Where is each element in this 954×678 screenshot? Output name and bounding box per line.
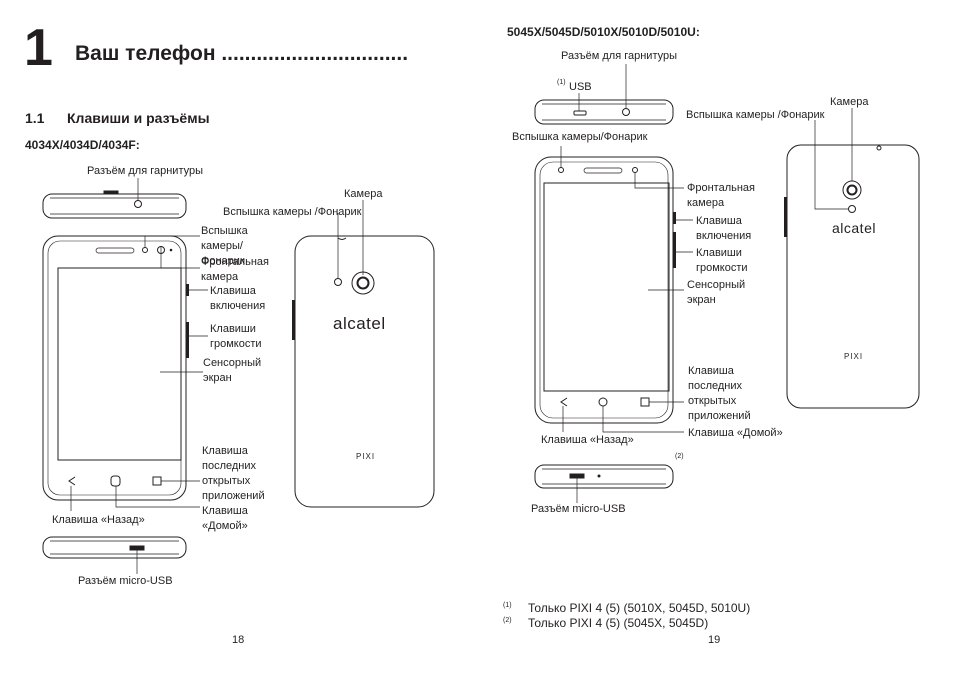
footnote-2-mark: (2) xyxy=(503,617,512,624)
right-label-front-flash: Вспышка камеры/Фонарик xyxy=(512,131,648,143)
left-top-edge-view xyxy=(42,190,187,219)
left-label-headset: Разъём для гарнитуры xyxy=(87,165,204,177)
right-label-volume: Клавиши громкости xyxy=(696,247,748,274)
right-label-headset: Разъём для гарнитуры xyxy=(561,50,678,62)
left-leader-lines xyxy=(70,178,364,574)
right-label-recent: Клавиша последних открытых приложений xyxy=(688,365,751,422)
right-page-number: 19 xyxy=(708,634,721,646)
right-leader-lines xyxy=(560,64,853,503)
right-label-front-camera: Фронтальная камера xyxy=(687,182,756,209)
left-label-usb: Разъём micro-USB xyxy=(78,575,173,587)
left-label-front-camera: Фронтальная камера xyxy=(201,256,270,283)
right-bottom-edge-view xyxy=(534,464,674,489)
right-label-usb-top: USB xyxy=(569,81,592,93)
left-label-recent: Клавиша последних открытых приложений xyxy=(202,445,265,502)
right-label-camera: Камера xyxy=(830,96,869,108)
right-footnote-mark-2: (2) xyxy=(675,453,684,460)
right-label-power: Клавиша включения xyxy=(696,215,752,242)
left-label-camera: Камера xyxy=(344,188,383,200)
left-pixi-logo: PIXI xyxy=(356,452,376,461)
right-pixi-logo: PIXI xyxy=(844,352,864,361)
right-model-heading: 5045X/5045D/5010X/5010D/5010U: xyxy=(507,25,700,39)
chapter-number: 1 xyxy=(24,19,53,77)
right-brand-logo: alcatel xyxy=(832,220,876,236)
left-label-front-flash: Вспышка камеры/Фонарик xyxy=(201,225,248,267)
footnote-1-mark: (1) xyxy=(503,602,512,609)
left-label-back-flash: Вспышка камеры /Фонарик xyxy=(223,206,362,218)
right-footnote-mark-1: (1) xyxy=(557,79,566,86)
right-top-edge-view xyxy=(534,99,674,125)
left-page-number: 18 xyxy=(232,634,245,646)
left-model-heading: 4034X/4034D/4034F: xyxy=(25,138,140,152)
right-label-usb: Разъём micro-USB xyxy=(531,503,626,515)
left-label-volume: Клавиши громкости xyxy=(210,323,262,350)
left-back-view xyxy=(292,235,435,508)
left-label-back: Клавиша «Назад» xyxy=(52,514,145,526)
left-front-view xyxy=(42,235,189,501)
left-label-power: Клавиша включения xyxy=(210,285,266,312)
footnote-1-text: Только PIXI 4 (5) (5010X, 5045D, 5010U) xyxy=(528,601,751,615)
chapter-title: Ваш телефон ............................… xyxy=(75,42,409,65)
left-bottom-edge-view xyxy=(42,536,187,559)
section-heading: 1.1 Клавиши и разъёмы xyxy=(25,110,210,126)
right-label-back-flash: Вспышка камеры /Фонарик xyxy=(686,109,825,121)
left-label-home: Клавиша «Домой» xyxy=(202,505,248,532)
left-brand-logo: alcatel xyxy=(333,314,386,333)
footnote-2-text: Только PIXI 4 (5) (5045X, 5045D) xyxy=(528,616,709,630)
right-label-home: Клавиша «Домой» xyxy=(688,427,783,439)
right-back-view xyxy=(784,144,920,409)
left-label-touchscreen: Сенсорный экран xyxy=(203,357,262,384)
right-label-touchscreen: Сенсорный экран xyxy=(687,279,746,306)
right-label-back: Клавиша «Назад» xyxy=(541,434,634,446)
section-number: 1.1 xyxy=(25,110,45,126)
section-title: Клавиши и разъёмы xyxy=(67,110,210,126)
